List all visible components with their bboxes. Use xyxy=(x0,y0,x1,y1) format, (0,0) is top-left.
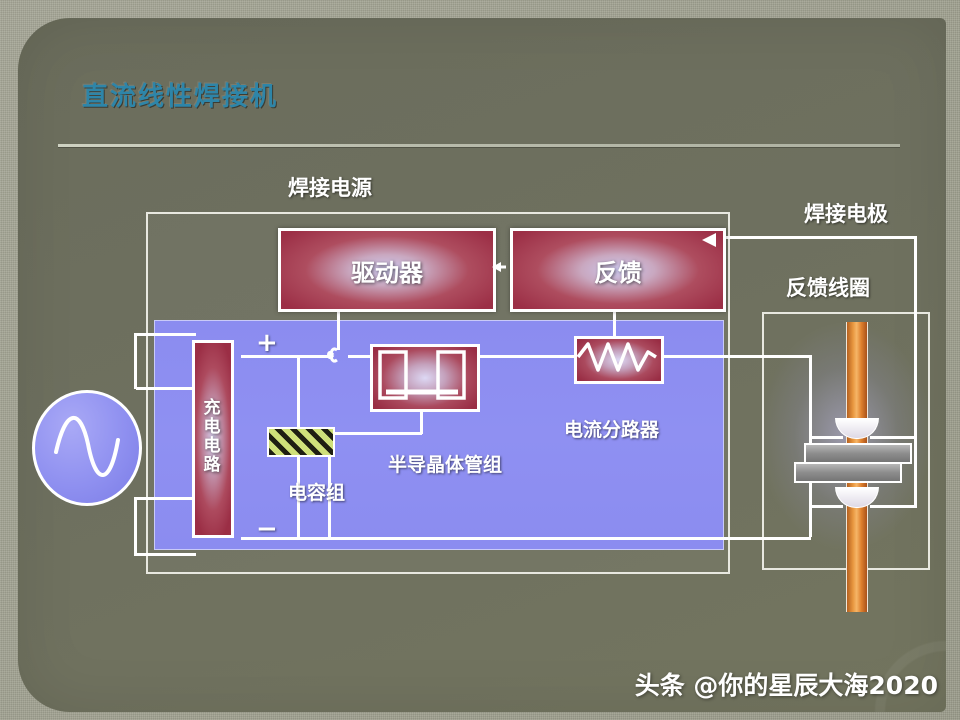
current-shunt-label: 电流分路器 xyxy=(564,419,660,441)
supply-enclosure-label: 焊接电源 xyxy=(288,175,372,200)
sine-wave-icon xyxy=(32,390,142,506)
wire-ac-riser-top xyxy=(134,333,137,389)
charging-circuit-block[interactable] xyxy=(192,340,234,538)
wire-cap-top xyxy=(297,355,300,429)
wire-transistor-emitter-h xyxy=(328,432,422,435)
resistor-zigzag-icon xyxy=(574,336,664,384)
wire-coil-bottom-out xyxy=(870,505,916,508)
electrode-label: 焊接电极 xyxy=(804,201,888,226)
polarity-negative: − xyxy=(256,514,278,544)
wire-ac-top xyxy=(136,387,202,390)
wire-coil-bottom-tap xyxy=(809,505,843,508)
wire-feedback-return-horizontal xyxy=(722,236,916,239)
coil-enclosure-label: 反馈线圈 xyxy=(786,275,870,300)
hatched-capacitor-icon xyxy=(267,427,335,457)
wire-feedback-return-vertical xyxy=(914,236,917,508)
wire-negative-rail-out xyxy=(711,537,811,540)
wire-ac-riser-bottom xyxy=(134,497,137,555)
driver-label: 驱动器 xyxy=(351,257,423,287)
wire-transistor-emitter xyxy=(420,406,423,434)
transistor-bank-label: 半导晶体管组 xyxy=(388,454,503,476)
wire-ac-top-feed xyxy=(134,333,196,336)
workpiece-plate-lower xyxy=(794,462,902,483)
wire-driver-to-base xyxy=(337,306,340,350)
wire-positive-rail-out xyxy=(652,355,812,358)
title-divider xyxy=(58,144,900,147)
wire-positive-rail-left xyxy=(241,355,333,358)
page-title: 直流线性焊接机 xyxy=(82,82,279,112)
wire-coil-top-out xyxy=(870,436,916,439)
wire-transistor-emitter-drop xyxy=(328,432,331,538)
charging-circuit-label: 充电电路 xyxy=(199,398,220,474)
transistor-symbol-icon xyxy=(370,344,480,412)
wire-negative-rail xyxy=(241,537,711,540)
wire-ac-bottom-feed xyxy=(134,553,196,556)
workpiece-plate-upper xyxy=(804,443,912,464)
wire-shunt-to-feedback xyxy=(613,306,616,338)
driver-block[interactable]: 驱动器 xyxy=(278,228,496,312)
feedback-label: 反馈 xyxy=(594,257,642,287)
capacitor-bank-label: 电容组 xyxy=(288,482,346,504)
wire-coil-top-tap xyxy=(809,436,843,439)
wire-cap-bottom xyxy=(297,451,300,539)
wire-ac-bottom xyxy=(136,497,202,500)
feedback-block[interactable]: 反馈 xyxy=(510,228,726,312)
watermark-text: 头条 @你的星辰大海2020 xyxy=(634,671,938,700)
polarity-positive: + xyxy=(256,328,278,358)
welding-power-supply-enclosure xyxy=(146,212,730,574)
